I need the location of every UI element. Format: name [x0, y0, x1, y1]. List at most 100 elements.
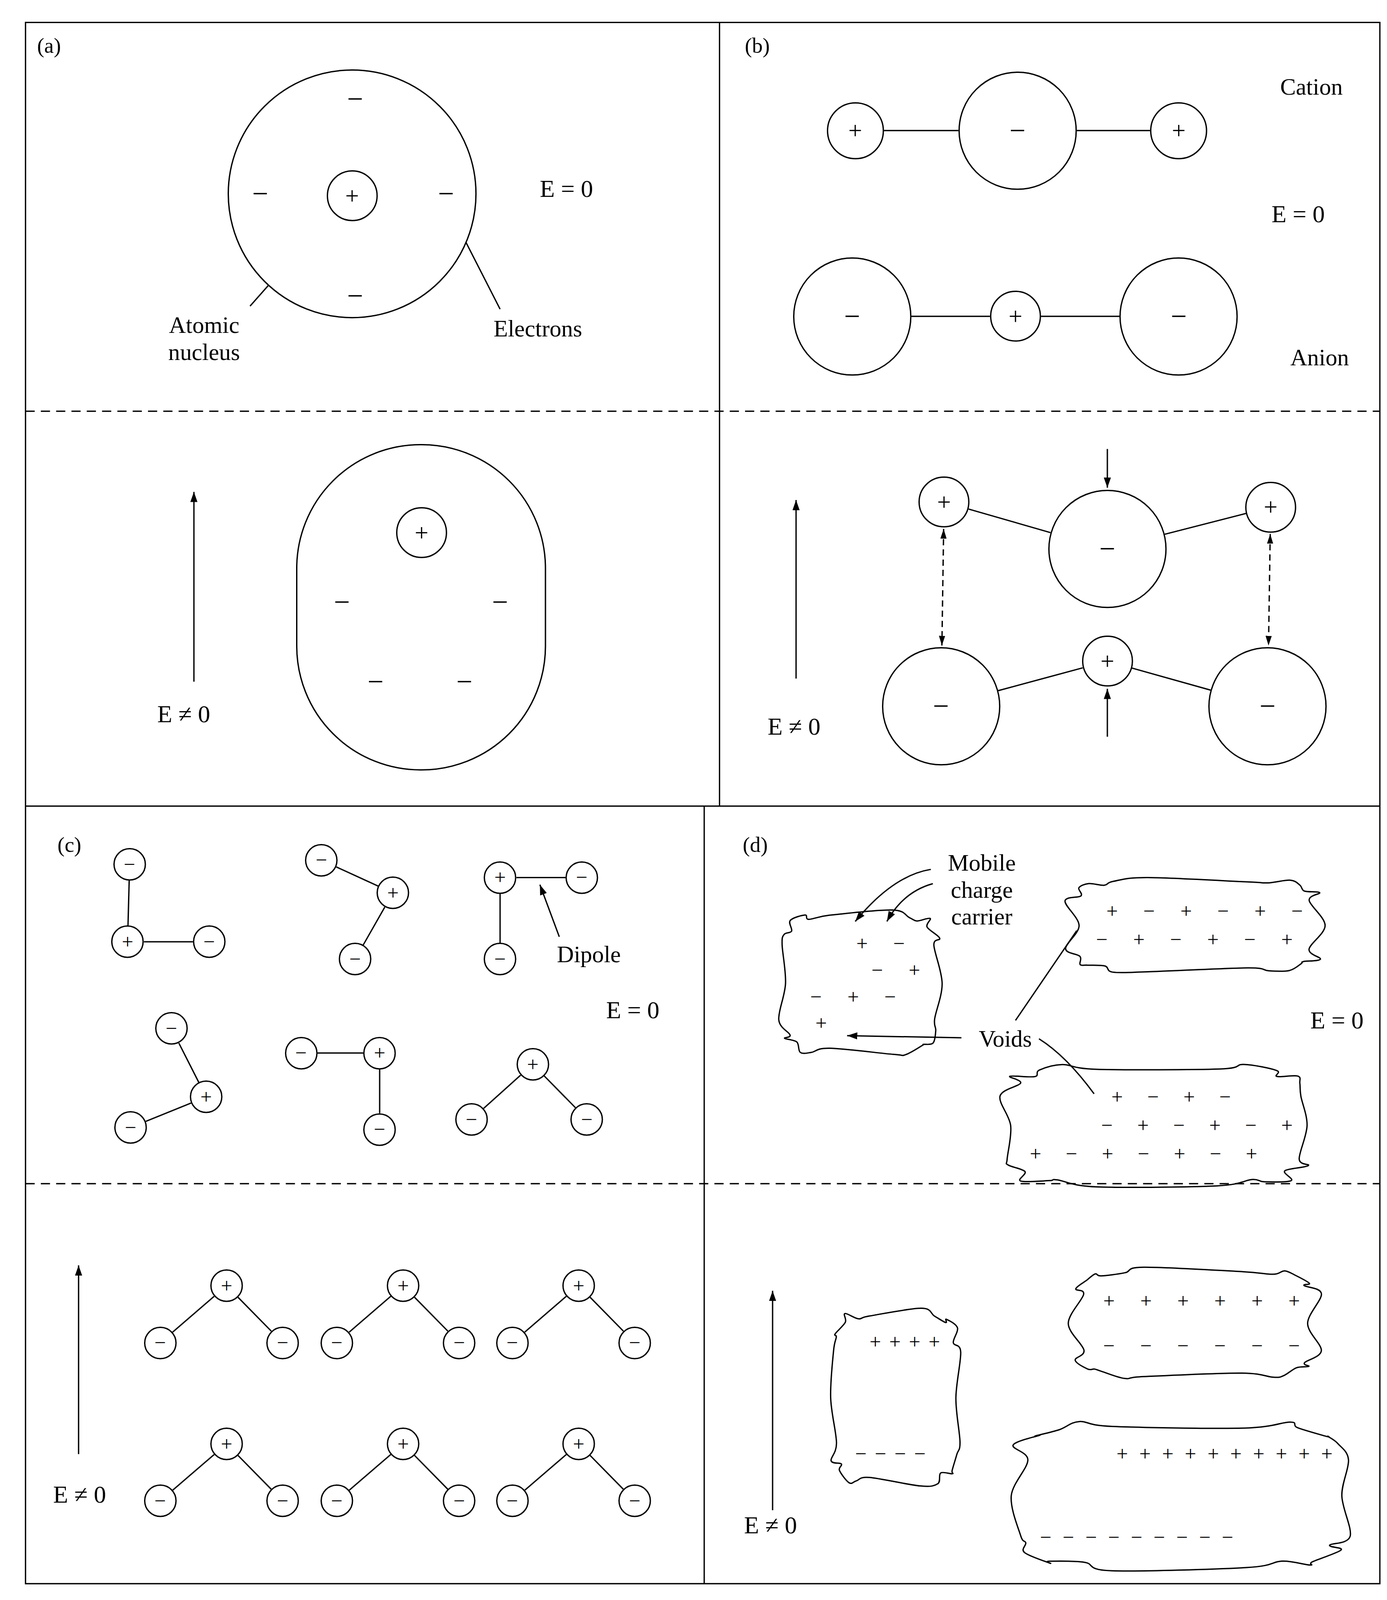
- state-divider: [25, 1183, 1380, 1185]
- charge-circle: +: [1082, 635, 1134, 687]
- charge-circle: −: [114, 1111, 147, 1144]
- circle-outline: [210, 1428, 242, 1460]
- bond-line: [172, 1455, 215, 1492]
- charge-circle: −: [144, 1326, 177, 1360]
- charge-sign: +: [397, 1275, 409, 1297]
- charge-circle: +: [826, 102, 885, 160]
- atom-outline: −−−−+: [227, 69, 477, 319]
- node-outline: [1061, 875, 1328, 976]
- charge-circle: −: [496, 1326, 529, 1360]
- charge-circle: +: [189, 1080, 223, 1114]
- circle-outline: [1245, 482, 1296, 533]
- field-arrow: [771, 1290, 774, 1511]
- charge-row: + + + + + +: [1103, 1290, 1300, 1313]
- charge-sign: −: [581, 1109, 593, 1131]
- charge-circle: −: [570, 1103, 603, 1136]
- circle-outline: [320, 1485, 353, 1517]
- charge-sign: −: [331, 1491, 343, 1512]
- charge-row: − + − + − +: [1096, 928, 1293, 952]
- charge-sign: +: [573, 1434, 585, 1455]
- charge-circle: +: [111, 925, 144, 959]
- void-region: + + + +− − − −: [826, 1306, 965, 1491]
- charge-sign: −: [576, 867, 588, 888]
- charge-sign: −: [124, 1117, 137, 1139]
- circle-outline: [990, 291, 1041, 342]
- charge-circle: −: [1208, 647, 1327, 766]
- bond-line: [237, 1455, 272, 1490]
- charge-sign: −: [315, 849, 328, 871]
- panel-divider: [703, 806, 706, 1584]
- charge-circle: +: [516, 1048, 550, 1081]
- bond-line: [237, 1297, 272, 1332]
- circle-outline: [387, 1270, 419, 1302]
- bond-line: [911, 315, 991, 317]
- circle-outline: [228, 70, 476, 318]
- charge-sign: −: [331, 1332, 343, 1354]
- charge-sign: −: [629, 1491, 641, 1512]
- field-label: E = 0: [539, 174, 594, 203]
- circle-outline: [210, 1270, 242, 1302]
- bond-line: [1164, 513, 1247, 535]
- part-label: Anion: [1290, 343, 1349, 371]
- panel-label: (b): [744, 33, 770, 59]
- charge-sign: −: [295, 1042, 307, 1064]
- bond-line: [499, 893, 501, 943]
- charge-circle: +: [376, 876, 409, 910]
- circle-outline: [1209, 647, 1327, 765]
- charge-circle: +: [918, 476, 970, 528]
- charge-circle: +: [562, 1427, 595, 1461]
- charge-sign: +: [121, 931, 134, 953]
- charge-circle: −: [113, 848, 146, 881]
- charge-sign: −: [276, 1332, 289, 1354]
- field-label: E = 0: [1271, 200, 1325, 229]
- charge-circle: −: [793, 257, 912, 376]
- bond-line: [1131, 668, 1211, 691]
- field-arrow: [795, 500, 797, 679]
- bond-line: [516, 877, 566, 879]
- circle-outline: [793, 257, 911, 375]
- charge-sign: −: [124, 854, 136, 875]
- charge-sign: +: [373, 1042, 386, 1064]
- bond-line: [483, 1075, 521, 1109]
- charge-circle: −: [304, 844, 338, 877]
- circle-outline: [919, 477, 970, 528]
- charge-sign: −: [453, 1332, 466, 1354]
- field-label: E ≠ 0: [53, 1481, 107, 1510]
- charge-circle: +: [363, 1037, 396, 1070]
- charge-sign: −: [1099, 534, 1116, 564]
- charge-sign: +: [200, 1086, 213, 1108]
- panel-label: (c): [57, 832, 82, 858]
- charge-sign: −: [333, 587, 350, 617]
- attraction-arrow: [1268, 533, 1271, 646]
- charge-circle: +: [562, 1269, 595, 1303]
- bond-line: [363, 907, 385, 946]
- charge-circle: +: [396, 507, 448, 559]
- charge-sign: −: [629, 1332, 641, 1354]
- charge-sign: −: [456, 667, 473, 696]
- charge-circle: +: [326, 170, 378, 222]
- attraction-arrow: [942, 529, 944, 646]
- node-outline: [1005, 1418, 1358, 1574]
- charge-circle: −: [338, 942, 372, 976]
- void-outline: [999, 1064, 1309, 1188]
- bond-line: [317, 1052, 364, 1055]
- circle-outline: [155, 1013, 187, 1045]
- field-arrow: [77, 1265, 80, 1455]
- charge-sign: +: [1100, 649, 1115, 674]
- charge-row: − − − − − − − − −: [1039, 1526, 1234, 1550]
- charge-circle: −: [455, 1103, 488, 1136]
- node-outline: [775, 908, 945, 1060]
- charge-circle: −: [1119, 257, 1238, 376]
- charge-circle: −: [618, 1484, 651, 1518]
- charge-sign: −: [154, 1491, 166, 1512]
- void-region: + + + + + +− − − − − −: [1066, 1265, 1325, 1383]
- circle-outline: [562, 1428, 594, 1460]
- charge-sign: −: [494, 949, 506, 970]
- charge-circle: −: [1048, 489, 1167, 609]
- bond-line: [589, 1455, 624, 1490]
- leader-line: [886, 883, 933, 922]
- field-arrow: [193, 492, 195, 682]
- void-region: + − + − + −− + − + − +: [1061, 875, 1328, 976]
- charge-circle: −: [483, 942, 517, 976]
